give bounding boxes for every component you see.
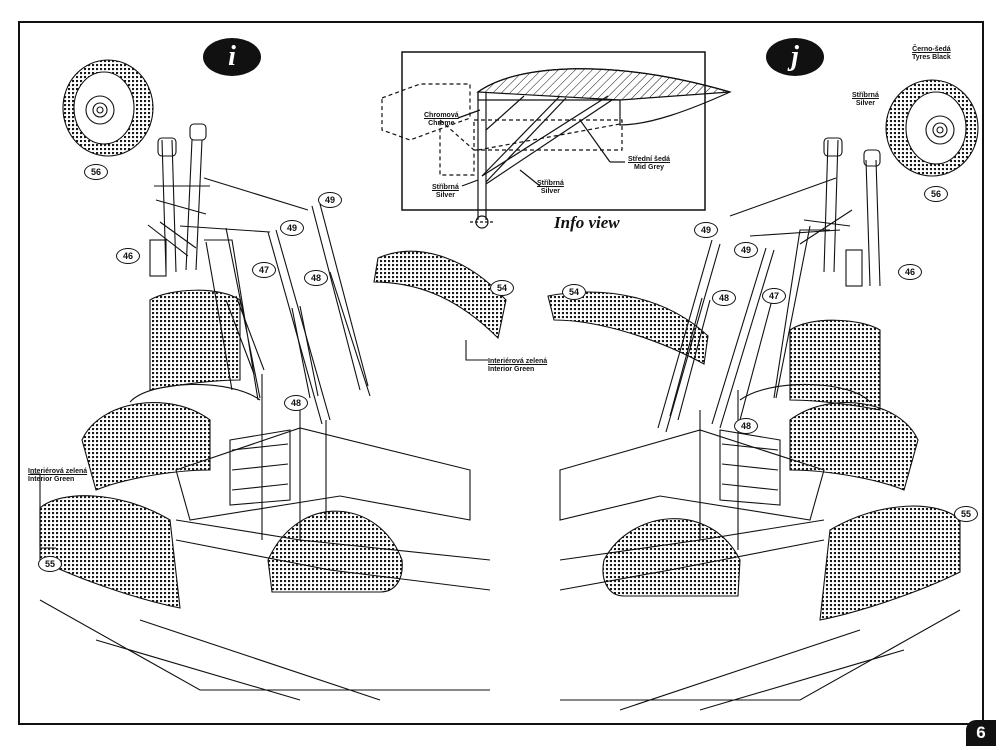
page-number: 6 [966, 720, 996, 746]
label-tyres-black: Černo-šedá Tyres Black [912, 46, 951, 62]
part-54-left: 54 [490, 280, 514, 296]
label-interior-green-left-top-cz: Interiérová zelená [488, 358, 548, 365]
label-silver-info-1: Stříbrná Silver [432, 184, 459, 200]
part-49a-right: 49 [694, 222, 718, 238]
part-46-left: 46 [116, 248, 140, 264]
label-silver-right-cz: Stříbrná [852, 92, 879, 99]
label-silver-info-2-en: Silver [540, 188, 560, 195]
label-silver-right: Stříbrná Silver [852, 92, 879, 108]
part-46-right: 46 [898, 264, 922, 280]
part-49b-left: 49 [280, 220, 304, 236]
label-tyres-black-en: Tyres Black [912, 54, 951, 61]
part-48b-right: 48 [734, 418, 758, 434]
part-48a-left: 48 [304, 270, 328, 286]
label-silver-info-2: Stříbrná Silver [537, 180, 564, 196]
part-54-right: 54 [562, 284, 586, 300]
label-interior-green-left-bottom-cz: Interiérová zelená [28, 468, 88, 475]
info-view-title: Info view [554, 213, 620, 232]
page-frame [18, 21, 984, 725]
part-48b-left: 48 [284, 395, 308, 411]
part-47-left: 47 [252, 262, 276, 278]
label-silver-right-en: Silver [855, 100, 875, 107]
part-55-right: 55 [954, 506, 978, 522]
label-mid-grey-en: Mid Grey [634, 164, 664, 171]
label-silver-info-1-cz: Stříbrná [432, 184, 459, 191]
info-view-diagram [381, 51, 732, 229]
step-badge-i: i [203, 38, 261, 76]
label-chrome-en: Chrome [428, 120, 455, 127]
part-55-left: 55 [38, 556, 62, 572]
part-49a-left: 49 [318, 192, 342, 208]
label-interior-green-left-bottom-en: Interior Green [28, 476, 75, 483]
left-wheel [62, 59, 154, 157]
part-48a-right: 48 [712, 290, 736, 306]
part-47-right: 47 [762, 288, 786, 304]
step-badge-j: j [766, 38, 824, 76]
label-chrome-cz: Chromová [424, 112, 459, 119]
label-mid-grey-cz: Střední šedá [628, 156, 671, 163]
part-56-left: 56 [84, 164, 108, 180]
label-silver-info-1-en: Silver [435, 192, 455, 199]
label-silver-info-2-cz: Stříbrná [537, 180, 564, 187]
label-interior-green-left-top-en: Interior Green [488, 366, 535, 373]
part-56-right: 56 [924, 186, 948, 202]
label-chrome: Chromová Chrome [424, 112, 459, 128]
label-tyres-black-cz: Černo-šedá [912, 46, 951, 53]
part-49b-right: 49 [734, 242, 758, 258]
left-assembly-drawing [30, 59, 507, 701]
right-wheel [885, 79, 979, 177]
right-assembly-drawing [547, 79, 979, 711]
label-mid-grey: Střední šedá Mid Grey [628, 156, 670, 172]
label-interior-green-left-bottom: Interiérová zelená Interior Green [28, 468, 87, 484]
label-interior-green-left-top: Interiérová zelená Interior Green [488, 358, 547, 374]
